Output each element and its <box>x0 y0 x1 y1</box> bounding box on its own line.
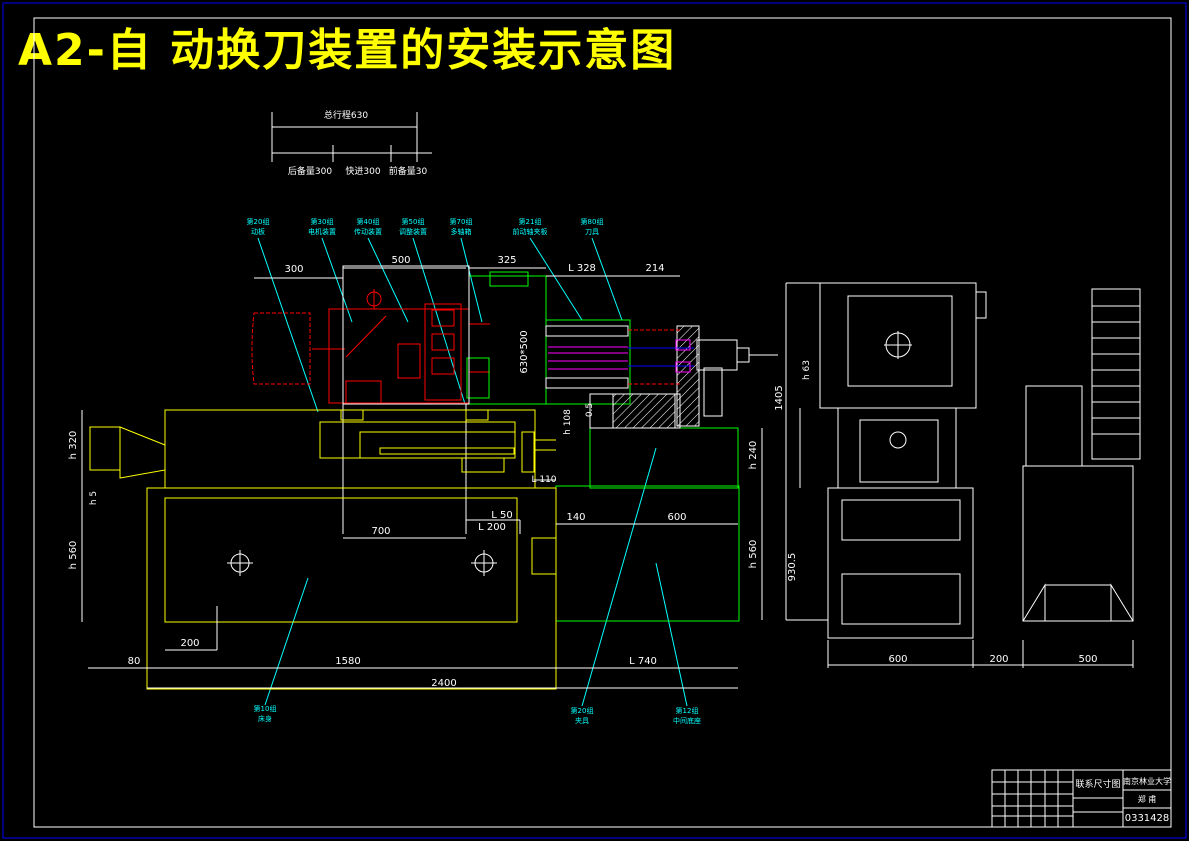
title-block <box>991 769 1172 828</box>
callout-2-line2: 电机装置 <box>308 227 336 236</box>
dim-L200: L 200 <box>478 522 506 533</box>
dim-325: 325 <box>497 255 516 266</box>
callout-2: 第30组 电机装置 <box>308 217 336 236</box>
motor-assembly <box>251 289 490 404</box>
callout-4: 第50组 调整装置 <box>399 217 427 236</box>
callout-6-line1: 第21组 <box>519 217 542 226</box>
dim-630x500: 630*500 <box>519 330 530 373</box>
callout-10-line1: 第12组 <box>676 706 699 715</box>
dim-500: 500 <box>391 255 410 266</box>
headstock-outline <box>342 265 778 534</box>
callout-7-line1: 第80组 <box>581 217 604 226</box>
dim-L50: L 50 <box>491 510 512 521</box>
side-view <box>785 282 1141 668</box>
dim-h560-right: h 560 <box>748 540 759 569</box>
callout-3: 第40组 传动装置 <box>354 217 382 236</box>
gearbox-housing <box>466 271 740 622</box>
stroke-rear-label: 后备量300 <box>288 165 332 177</box>
dim-h5: h 5 <box>89 491 99 505</box>
callout-9: 第20组 夹具 <box>571 706 594 725</box>
machine-bed <box>89 409 557 690</box>
dim-h240: h 240 <box>748 441 759 470</box>
dim-h63: h 63 <box>802 360 812 380</box>
dimension-lines <box>81 267 763 689</box>
dim-140: 140 <box>566 512 585 523</box>
callout-3-line1: 第40组 <box>357 217 380 226</box>
callout-3-line2: 传动装置 <box>354 227 382 236</box>
title-block-drawing-name: 联系尺寸图 <box>1075 778 1120 790</box>
dim-h320: h 320 <box>68 431 79 460</box>
bed-bolt-holes <box>227 550 497 576</box>
dim-1580: 1580 <box>335 656 360 667</box>
title-block-number: 0331428 <box>1125 813 1170 824</box>
drawing-title: A2-自 动换刀装置的安装示意图 <box>18 25 677 76</box>
callout-5-line1: 第70组 <box>450 217 473 226</box>
callout-5: 第70组 多轴箱 <box>450 217 473 236</box>
dim-328: L 328 <box>568 263 596 274</box>
callout-10-line2: 中间底座 <box>673 716 701 725</box>
stroke-diagram <box>271 112 432 162</box>
dim-600-side-view: 600 <box>888 654 907 665</box>
dim-600-side: 600 <box>667 512 686 523</box>
dim-300: 300 <box>284 264 303 275</box>
title-block-school: 南京林业大学 <box>1123 776 1171 786</box>
callout-7: 第80组 刀具 <box>581 217 604 236</box>
leader-lines <box>257 237 688 707</box>
title-block-drafter: 郑 甫 <box>1138 794 1157 804</box>
dim-h560-left: h 560 <box>68 541 79 570</box>
dim-1405: 1405 <box>774 385 785 410</box>
callout-4-line2: 调整装置 <box>399 227 427 236</box>
dim-700: 700 <box>371 526 390 537</box>
dim-930-5: 930.5 <box>787 553 798 582</box>
dim-0-5: 0.5 <box>585 403 595 417</box>
callout-2-line1: 第30组 <box>311 217 334 226</box>
callout-1: 第20组 动板 <box>247 217 270 236</box>
callout-1-line2: 动板 <box>251 227 265 236</box>
callout-5-line2: 多轴箱 <box>451 227 472 236</box>
spindle-tools <box>545 325 694 389</box>
callout-1-line1: 第20组 <box>247 217 270 226</box>
dim-L740: L 740 <box>629 656 657 667</box>
outer-frame <box>33 17 1172 828</box>
stroke-front-label: 前备量30 <box>389 165 428 177</box>
stroke-total-label: 总行程630 <box>324 109 368 121</box>
stroke-fast-label: 快进300 <box>345 165 380 177</box>
callout-6: 第21组 前动轴夹板 <box>513 217 548 236</box>
callout-10: 第12组 中间底座 <box>673 706 701 725</box>
callout-8-line2: 床身 <box>258 714 272 723</box>
dim-214: 214 <box>645 263 664 274</box>
callout-4-line1: 第50组 <box>402 217 425 226</box>
callout-9-line2: 夹具 <box>575 716 589 725</box>
callout-9-line1: 第20组 <box>571 706 594 715</box>
callout-6-line2: 前动轴夹板 <box>513 227 548 236</box>
dim-L110: L 110 <box>531 475 556 485</box>
dim-2400: 2400 <box>431 678 456 689</box>
dim-h108: h 108 <box>563 409 573 435</box>
callout-8: 第10组 床身 <box>254 704 277 723</box>
dim-200-side-view: 200 <box>989 654 1008 665</box>
dim-80: 80 <box>128 656 141 667</box>
dim-200-bed: 200 <box>180 638 199 649</box>
callout-8-line1: 第10组 <box>254 704 277 713</box>
dim-500-side-view: 500 <box>1078 654 1097 665</box>
callout-7-line2: 刀具 <box>585 228 599 236</box>
